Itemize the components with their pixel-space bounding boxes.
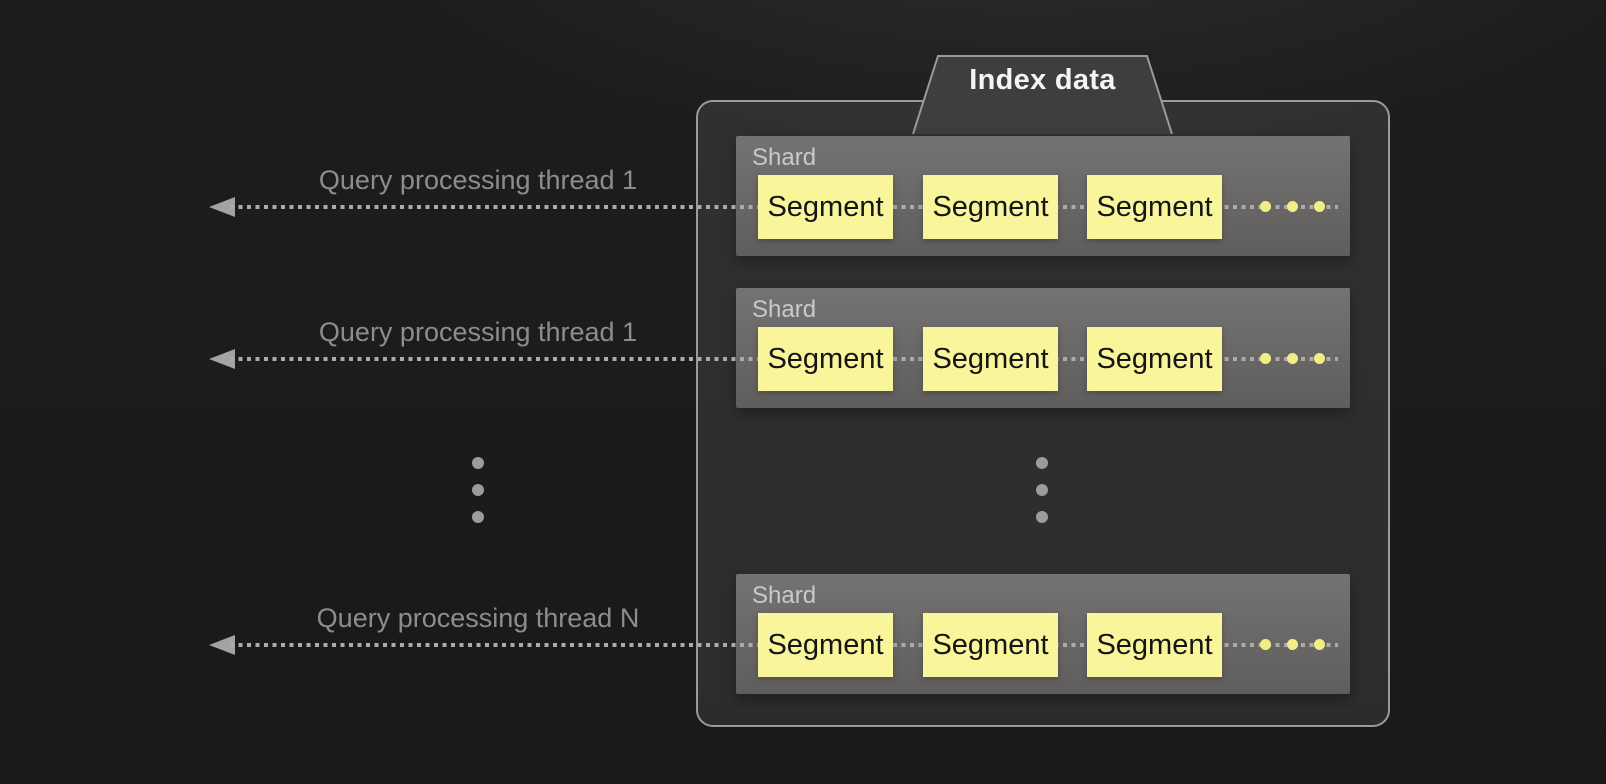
more-segments-ellipsis-icon <box>1260 353 1271 364</box>
ellipsis-dot <box>472 457 484 469</box>
more-segments-ellipsis-icon <box>1314 639 1325 650</box>
more-threads-ellipsis-icon <box>472 457 484 523</box>
more-shards-ellipsis-icon <box>1036 457 1048 523</box>
arrow-left-icon <box>209 635 235 655</box>
segment-box: Segment <box>1087 327 1222 391</box>
more-segments-ellipsis-icon <box>1287 639 1298 650</box>
arrow-left-icon <box>209 349 235 369</box>
thread-label: Query processing thread N <box>316 603 640 633</box>
shard-label: Shard <box>752 296 817 323</box>
segment-box: Segment <box>923 175 1058 239</box>
ellipsis-dot <box>1036 511 1048 523</box>
index-data-tab-border <box>912 55 1173 135</box>
ellipsis-dot <box>472 484 484 496</box>
segment-box: Segment <box>1087 613 1222 677</box>
segment-box: Segment <box>923 327 1058 391</box>
segment-box: Segment <box>1087 175 1222 239</box>
segment-box: Segment <box>758 327 893 391</box>
shard-box-2: Shard Segment Segment Segment <box>736 288 1350 408</box>
index-data-tab-shape <box>913 56 1172 134</box>
thread-label: Query processing thread 1 <box>318 317 638 347</box>
thread-label: Query processing thread 1 <box>318 165 638 195</box>
more-segments-ellipsis-icon <box>1260 201 1271 212</box>
shard-label: Shard <box>752 582 817 609</box>
arrow-left-icon <box>209 197 235 217</box>
ellipsis-dot <box>1036 457 1048 469</box>
ellipsis-dot <box>472 511 484 523</box>
more-segments-ellipsis-icon <box>1314 201 1325 212</box>
ellipsis-dot <box>1036 484 1048 496</box>
more-segments-ellipsis-icon <box>1260 639 1271 650</box>
panel-title: Index data <box>969 64 1116 96</box>
segment-box: Segment <box>758 613 893 677</box>
shard-box-1: Shard Segment Segment Segment <box>736 136 1350 256</box>
shard-box-3: Shard Segment Segment Segment <box>736 574 1350 694</box>
more-segments-ellipsis-icon <box>1314 353 1325 364</box>
more-segments-ellipsis-icon <box>1287 201 1298 212</box>
segment-box: Segment <box>758 175 893 239</box>
more-segments-ellipsis-icon <box>1287 353 1298 364</box>
shard-label: Shard <box>752 144 817 171</box>
segment-box: Segment <box>923 613 1058 677</box>
